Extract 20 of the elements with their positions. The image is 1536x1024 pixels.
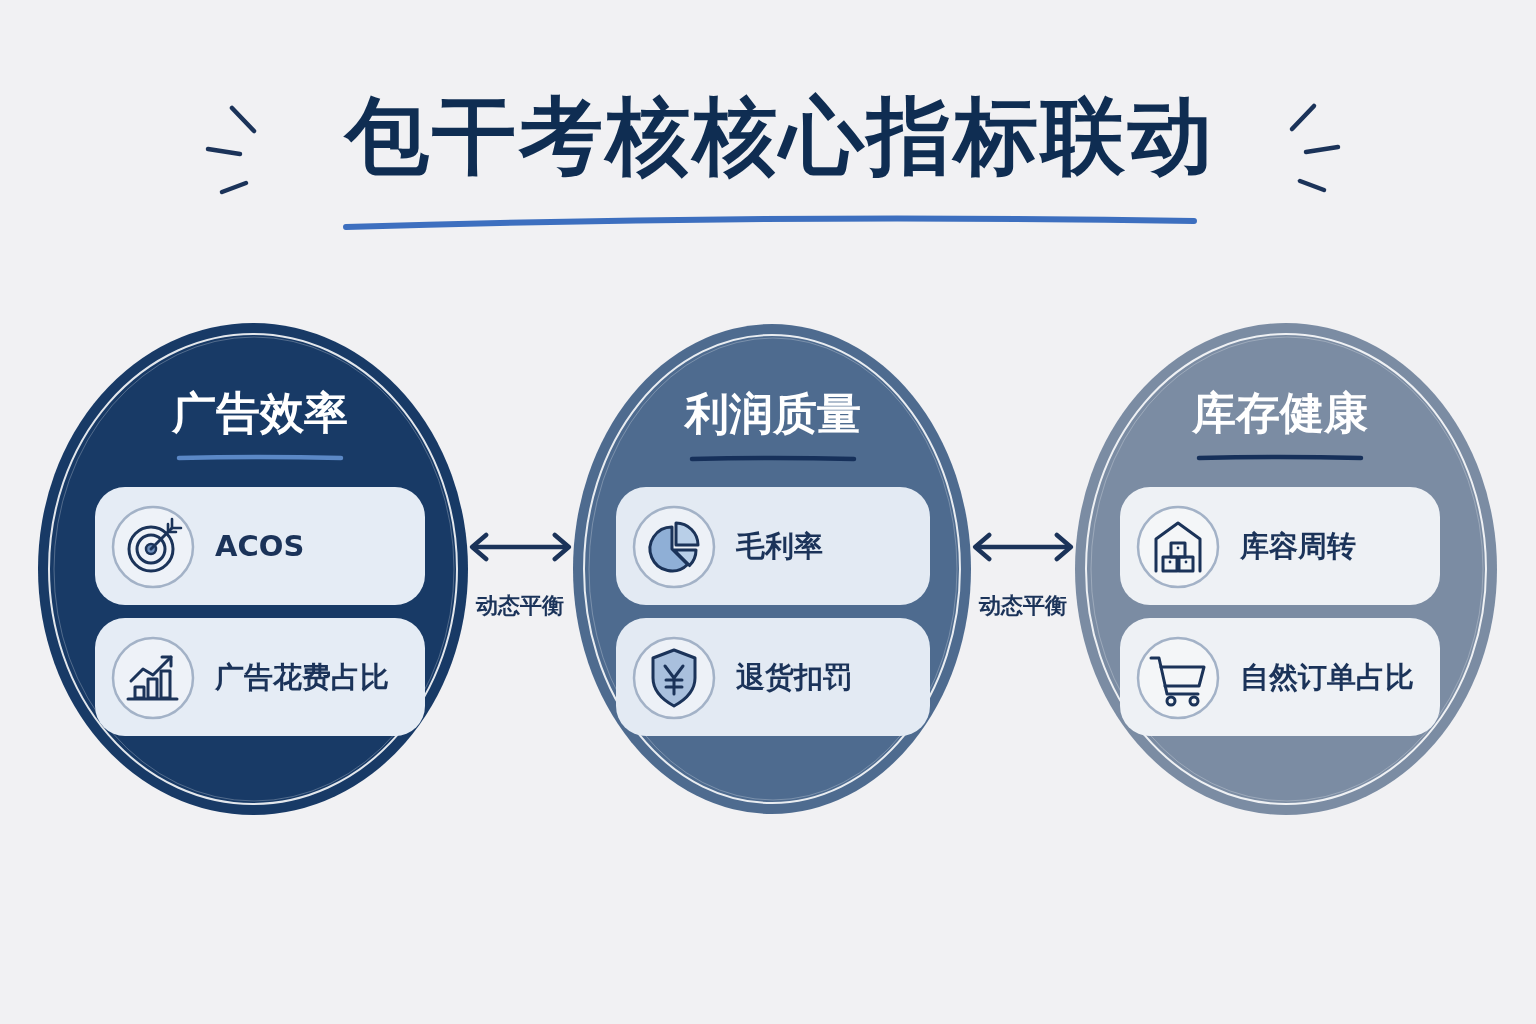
title: 包干考核核心指标联动 — [345, 88, 1215, 185]
category-heading: 库存健康 — [1192, 387, 1368, 440]
double-arrow — [469, 532, 572, 562]
metric-card — [1120, 618, 1440, 736]
edge-label: 动态平衡 — [475, 593, 566, 620]
edge-label: 动态平衡 — [978, 593, 1068, 620]
metric-card — [616, 487, 930, 605]
metric-card — [95, 618, 425, 736]
metric-label: 广告花费占比 — [215, 660, 389, 695]
category-heading: 广告效率 — [172, 387, 348, 440]
metric-label: 库容周转 — [1240, 529, 1356, 564]
metric-label: 毛利率 — [736, 529, 823, 564]
metric-card — [95, 487, 425, 605]
metric-label: 退货扣罚 — [736, 660, 852, 695]
double-arrow — [972, 532, 1074, 562]
metric-label: 自然订单占比 — [1240, 660, 1414, 695]
category-heading: 利润质量 — [685, 388, 861, 441]
metric-card — [616, 618, 930, 736]
metric-card — [1120, 487, 1440, 605]
metric-label: ACOS — [215, 529, 305, 564]
